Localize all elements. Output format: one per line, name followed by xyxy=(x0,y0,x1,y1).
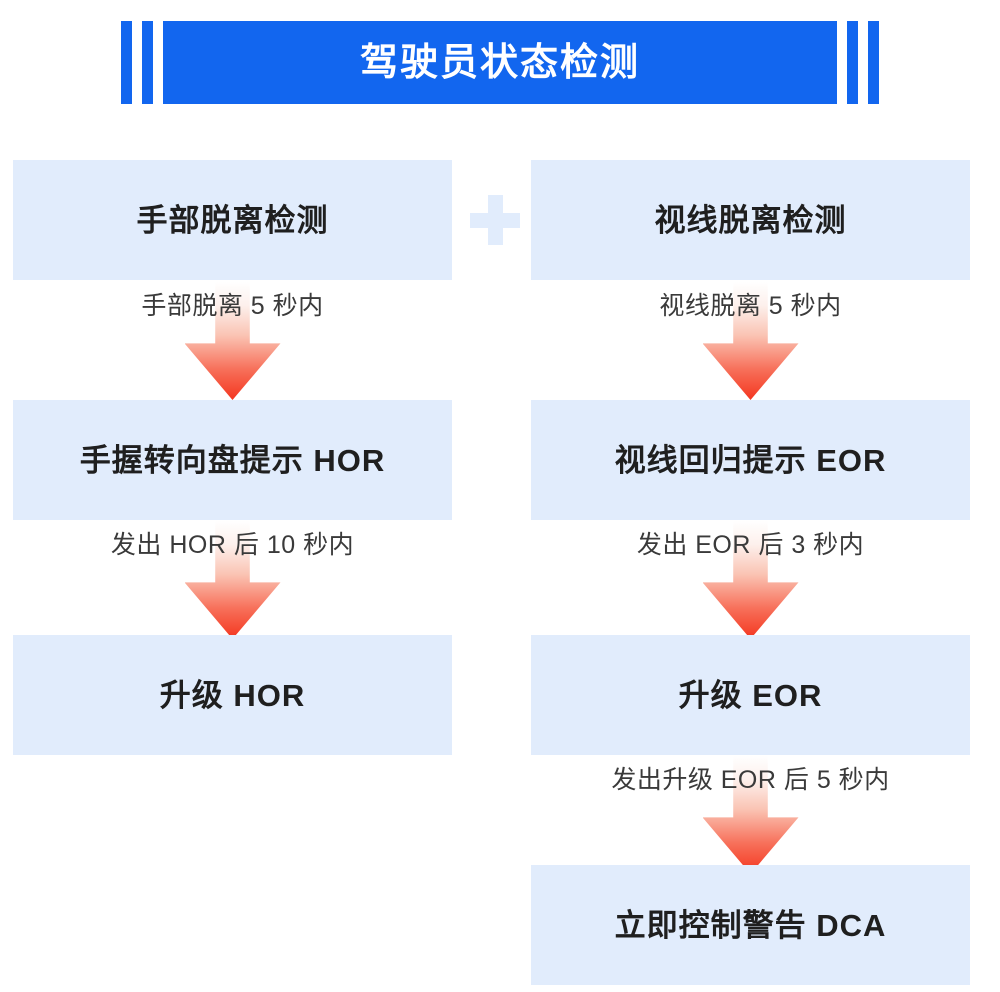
header-accent-bar-right-inner xyxy=(847,21,858,104)
flow-node-escalated-eor[interactable]: 升级 EOR xyxy=(531,635,970,755)
header-title-bar xyxy=(163,21,837,104)
flow-transition-right-1-label: 视线脱离 5 秒内 xyxy=(659,292,842,320)
header-accent-bar-left-outer xyxy=(121,21,132,104)
page-title: 驾驶员状态检测 xyxy=(359,41,640,84)
flow-node-dca-warning[interactable]: 立即控制警告 DCA xyxy=(531,865,970,985)
header-accent-bar-left-inner xyxy=(142,21,153,104)
flow-node-hor-prompt[interactable]: 手握转向盘提示 HOR xyxy=(13,400,452,520)
header-banner: 驾驶员状态检测 xyxy=(0,0,1000,130)
header-accent-bar-right-outer xyxy=(868,21,879,104)
flow-node-hands-off-detection[interactable]: 手部脱离检测 xyxy=(13,160,452,280)
flow-transition-left-2-label: 发出 HOR 后 10 秒内 xyxy=(110,531,355,559)
plus-icon xyxy=(470,195,520,245)
flow-node-escalated-hor[interactable]: 升级 HOR xyxy=(13,635,452,755)
flow-node-eyes-off-detection[interactable]: 视线脱离检测 xyxy=(531,160,970,280)
flow-transition-left-1: 手部脱离 5 秒内 xyxy=(13,282,452,402)
flow-transition-right-3: 发出升级 EOR 后 5 秒内 xyxy=(531,756,970,876)
flow-transition-left-1-label: 手部脱离 5 秒内 xyxy=(141,292,324,320)
flow-transition-right-2-label: 发出 EOR 后 3 秒内 xyxy=(636,531,865,559)
flow-transition-left-2: 发出 HOR 后 10 秒内 xyxy=(13,521,452,641)
flow-transition-right-3-label: 发出升级 EOR 后 5 秒内 xyxy=(611,766,890,794)
flow-transition-right-1: 视线脱离 5 秒内 xyxy=(531,282,970,402)
flow-transition-right-2: 发出 EOR 后 3 秒内 xyxy=(531,521,970,641)
flow-node-eor-prompt[interactable]: 视线回归提示 EOR xyxy=(531,400,970,520)
